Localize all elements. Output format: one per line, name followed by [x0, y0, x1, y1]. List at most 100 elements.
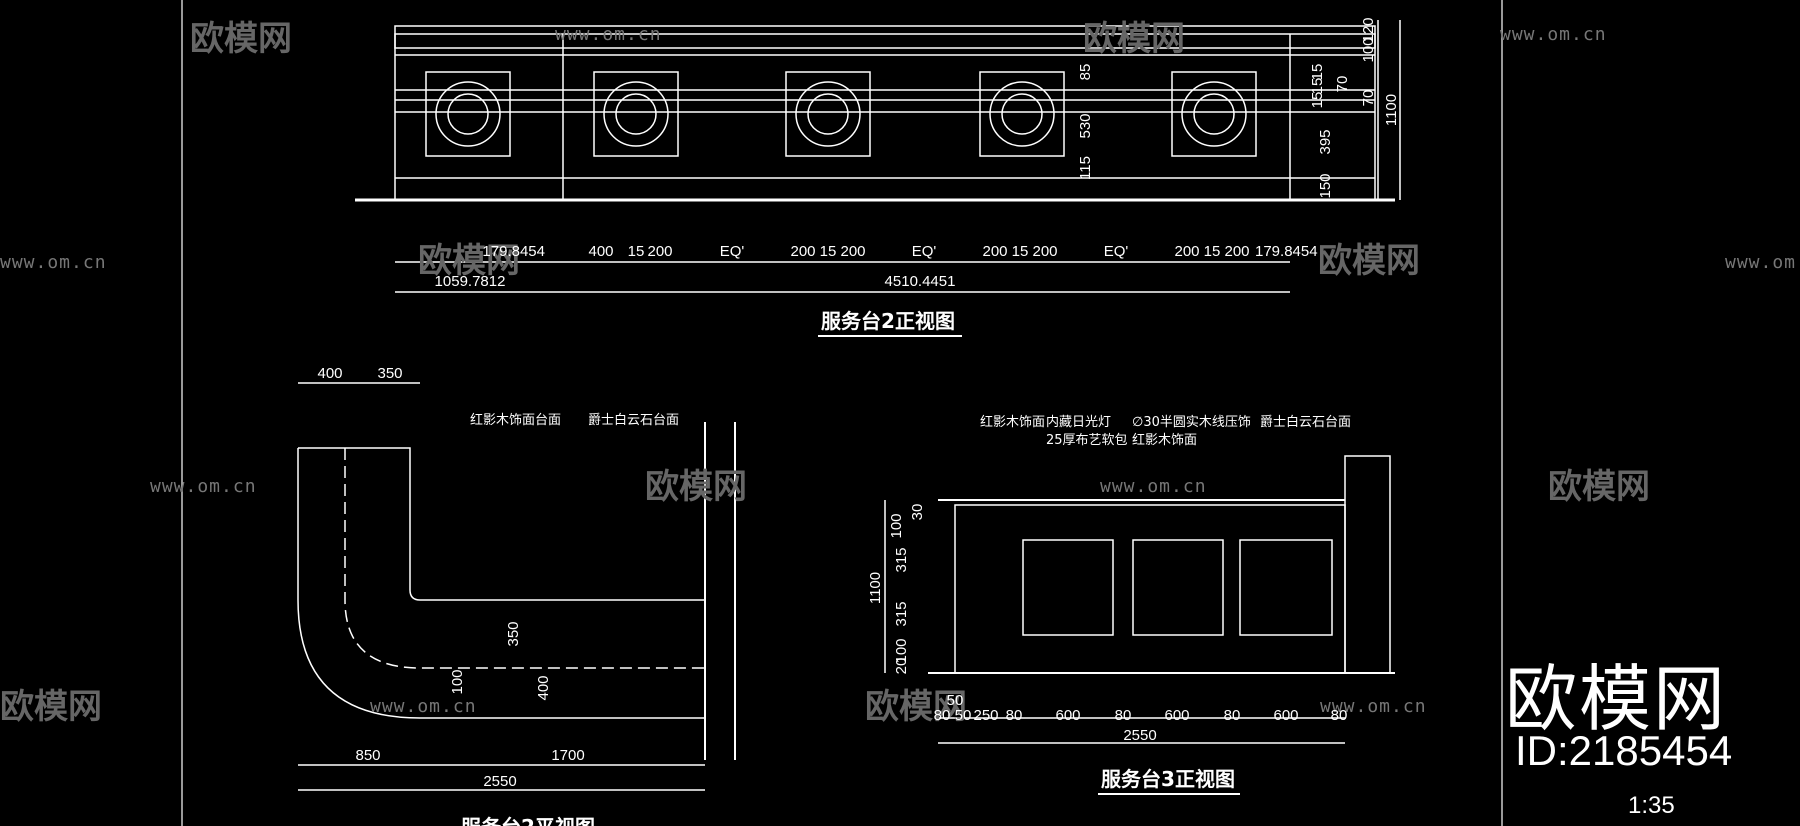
watermark-url: www.om.cn: [1100, 476, 1207, 497]
dim-label: 15: [820, 243, 837, 260]
dim-label: EQ': [912, 243, 937, 260]
material-label: 爵士白云石台面: [1260, 414, 1351, 430]
dim-label: 600: [1055, 707, 1080, 724]
dim-label: 20: [893, 658, 910, 675]
rosette-panel-3: [785, 71, 871, 157]
dim-label: 1100: [1383, 94, 1400, 126]
dim-label: 200: [647, 243, 672, 260]
dim-label: 350: [505, 621, 522, 646]
watermark-brand: 欧模网: [190, 19, 292, 59]
dim-label: 350: [377, 365, 402, 382]
dim-label: 15: [1309, 92, 1326, 109]
rosette-panel-2: [593, 71, 679, 157]
dim-label: 200: [1224, 243, 1249, 260]
dim-label: 15: [1012, 243, 1029, 260]
watermark-brand: 欧模网: [1083, 19, 1185, 59]
dim-label: 80: [1006, 707, 1023, 724]
material-label: 内藏日光灯: [1046, 414, 1111, 430]
dim-label: 200: [1032, 243, 1057, 260]
dim-label: 200: [982, 243, 1007, 260]
dim-label: 315: [893, 601, 910, 626]
material-label: 25厚布艺软包: [1046, 433, 1128, 448]
watermark-url: www.om.cn: [150, 476, 257, 497]
dim-label: 15: [1204, 243, 1221, 260]
watermark-url: www.om.cn: [370, 696, 477, 717]
drawing-scale: 1:35: [1628, 792, 1675, 819]
dim-label: 600: [1164, 707, 1189, 724]
dim-label: 15: [1309, 64, 1326, 81]
plan-title: 服务台2平视图: [461, 815, 595, 826]
dim-label: 100: [888, 513, 905, 538]
dim-label: 100: [1360, 37, 1377, 62]
dim-label: 250: [973, 707, 998, 724]
dim-label: 80: [1224, 707, 1241, 724]
dim-label: 1059.7812: [435, 273, 506, 290]
elevation-3-title: 服务台3正视图: [1101, 767, 1235, 791]
dim-label: 179.8454: [1255, 243, 1318, 260]
dim-label: 400: [317, 365, 342, 382]
watermark-url: www.om.cn: [1725, 252, 1800, 273]
dim-label: 70: [1360, 90, 1377, 107]
dim-label: 50: [955, 707, 972, 724]
dim-label: 179.8454: [482, 243, 545, 260]
watermarks: 欧模网 欧模网 欧模网 欧模网 欧模网 欧模网 欧模网 欧模网 www.om.c…: [0, 19, 1800, 727]
dim-label: 395: [1317, 129, 1334, 154]
watermark-url: www.om.cn: [1500, 24, 1607, 45]
watermark-url: www.om.cn: [1320, 696, 1427, 717]
dim-label: 115: [1077, 156, 1094, 180]
dim-label: 850: [355, 747, 380, 764]
dim-label: 1700: [551, 747, 584, 764]
dim-label: 200: [790, 243, 815, 260]
dim-label: 4510.4451: [885, 273, 956, 290]
dim-label: EQ': [1104, 243, 1129, 260]
dim-label: 80: [1331, 707, 1348, 724]
dim-label: 85: [1077, 64, 1094, 81]
dim-label: 15: [628, 243, 645, 260]
watermark-id: ID:2185454: [1515, 727, 1733, 774]
watermark-brand: 欧模网: [645, 467, 747, 507]
watermark-brand: 欧模网: [418, 241, 520, 281]
material-label: ∅30半圆实木线压饰: [1132, 415, 1251, 430]
dim-label: 80: [934, 707, 951, 724]
dim-label: 200: [1174, 243, 1199, 260]
dim-label: 315: [893, 547, 910, 572]
elevation-2-dims: 179.8454 400 15 200 EQ' 200 15 200 EQ' 2…: [435, 17, 1400, 290]
material-label: 红影木饰面: [980, 414, 1045, 430]
watermark-brand: 欧模网: [865, 687, 967, 727]
material-label: 爵士白云石台面: [588, 412, 679, 428]
rosette-panel-1: [425, 71, 511, 157]
watermark-brand: 欧模网: [1318, 241, 1420, 281]
dim-label: 400: [535, 675, 552, 700]
elevation-2-drawing: [355, 20, 1401, 293]
rosette-panel-5: [1171, 71, 1257, 157]
dim-label: 100: [449, 669, 466, 694]
watermark-brand: 欧模网: [1548, 467, 1650, 507]
watermark-brand-large: 欧模网: [1505, 657, 1728, 741]
plan-view-drawing: [297, 382, 736, 791]
dim-label: 100: [893, 638, 910, 663]
dim-label: 2550: [483, 773, 516, 790]
dim-label: 150: [1317, 173, 1334, 198]
dim-label: 400: [588, 243, 613, 260]
dim-label: 30: [909, 504, 926, 521]
rosette-panel-4: [979, 71, 1065, 157]
dim-label: 530: [1077, 113, 1094, 138]
dim-label: 120: [1360, 17, 1377, 42]
watermark-brand: 欧模网: [0, 687, 102, 727]
dim-label: 80: [1115, 707, 1132, 724]
dim-label: 50: [947, 692, 964, 709]
material-label: 红影木饰面台面: [470, 412, 561, 428]
elevation-2-title: 服务台2正视图: [821, 309, 955, 333]
watermark-url: www.om.cn: [555, 24, 662, 45]
dim-label: EQ': [720, 243, 745, 260]
dim-label: 2550: [1123, 727, 1156, 744]
material-label: 红影木饰面: [1132, 432, 1197, 448]
dim-label: 200: [840, 243, 865, 260]
dim-label: 600: [1273, 707, 1298, 724]
dim-label: 70: [1334, 76, 1351, 93]
dim-label: 15: [1309, 78, 1326, 95]
watermark-url: www.om.cn: [0, 252, 107, 273]
dim-label: 1100: [867, 572, 884, 604]
elevation-3-drawing: [884, 455, 1395, 744]
